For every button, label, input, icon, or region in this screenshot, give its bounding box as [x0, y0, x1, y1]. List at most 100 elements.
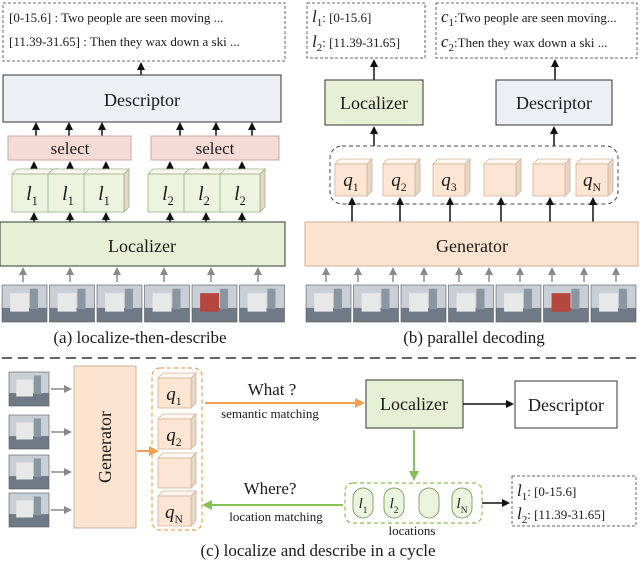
- panel-b-loc-output-box: [306, 2, 426, 59]
- panel-b-localizer-label: Localizer: [340, 93, 408, 113]
- panel-b-video-frame: [590, 284, 637, 323]
- panel-b-video-frames: [305, 284, 637, 323]
- panel-a-frame-arrows: [19, 267, 262, 282]
- panel-a-video-frame: [144, 284, 190, 323]
- panel-b-query-label: q1: [343, 170, 359, 194]
- panel-a-video-frame: [1, 284, 48, 323]
- panel-c-query-cube: [157, 372, 197, 409]
- panel-a-token-label: l2: [162, 183, 174, 208]
- panel-b-video-frame: [543, 284, 589, 323]
- panel-b-video-frame: [448, 284, 494, 323]
- panel-c-location-pill: [383, 487, 405, 519]
- panel-b-query-label: q3: [441, 170, 457, 194]
- panel-b-desc-output-2: c2:Then they wax down a ski ...: [441, 32, 608, 54]
- panel-b-loc-output-2: l2: [11.39-31.65]: [312, 32, 400, 54]
- panel-c-caption: (c) localize and describe in a cycle: [200, 541, 435, 560]
- panel-b-query-cube: [532, 158, 571, 197]
- panel-c-video-frame: [8, 454, 50, 490]
- panel-b-generator-box: [304, 221, 639, 267]
- panel-b-query-cube: [334, 158, 373, 197]
- panel-a-token-label: l1: [26, 183, 38, 208]
- panel-c-query-cube: [157, 490, 197, 527]
- panel-a-token-label: l2: [234, 183, 246, 208]
- panel-a-caption: (a) localize-then-describe: [53, 328, 226, 347]
- panel-a-token-label: l1: [98, 183, 110, 208]
- panel-b-query-label: q2: [391, 170, 407, 194]
- panel-c-query-cube: [157, 452, 197, 489]
- panel-b-video-frame: [353, 284, 399, 323]
- panel-c-location-label: l1: [359, 496, 368, 516]
- panel-b-frame-arrows: [322, 267, 620, 282]
- panel-b-generator-label: Generator: [436, 236, 508, 256]
- panel-a-localizer-label: Localizer: [108, 236, 176, 256]
- panel-c-localizer-box: [365, 379, 464, 429]
- panel-a-token-cube: [183, 168, 230, 213]
- panel-b: l1: [0-15.6] l2: [11.39-31.65] c1:Two pe…: [304, 2, 639, 347]
- panel-c-query-group-box: [151, 367, 203, 531]
- panel-a-select-box-2: [150, 135, 280, 161]
- panel-c-video-frame: [8, 371, 50, 407]
- panel-a-video-frame: [49, 284, 95, 323]
- panel-c-query-cube: [157, 413, 197, 450]
- panel-c-frame-arrows: [51, 385, 72, 514]
- panel-c-location-pill: [352, 487, 374, 519]
- panel-c-location-matching-label: location matching: [229, 509, 323, 524]
- panel-b-query-label: qN: [583, 170, 602, 194]
- panel-c-video-frame: [8, 492, 50, 528]
- panel-c-where-label: Where?: [244, 479, 297, 498]
- panel-b-caption: (b) parallel decoding: [403, 328, 545, 347]
- panel-a-token-label: l1: [62, 183, 74, 208]
- panel-c-query-label: q1: [166, 384, 182, 408]
- panel-b-video-frame: [495, 284, 542, 323]
- panel-b-query-cube: [382, 158, 421, 197]
- panel-b-video-frame: [400, 284, 447, 323]
- panel-b-localizer-box: [324, 79, 424, 126]
- panel-b-query-arrows: [348, 197, 597, 222]
- panel-a: [0-15.6] : Two people are seen moving ..…: [0, 2, 286, 347]
- panel-c-queries: q1 q2 qN: [157, 372, 197, 527]
- panel-a-localizer-box: [0, 221, 286, 267]
- panel-a-output-line-1: [0-15.6] : Two people are seen moving ..…: [9, 10, 223, 25]
- panel-c-what-label: What ?: [248, 380, 297, 399]
- panel-c-video-frames: [8, 371, 50, 528]
- panel-c-localizer-label: Localizer: [380, 394, 448, 414]
- panel-b-descriptor-label: Descriptor: [516, 93, 592, 113]
- panel-c-query-label: q2: [166, 425, 182, 449]
- panel-a-video-frames: [1, 284, 285, 323]
- panel-c-result-box: [511, 475, 637, 527]
- panel-a-video-frame: [191, 284, 238, 323]
- panel-a-video-frame: [239, 284, 285, 323]
- panel-b-query-cube: [483, 158, 522, 197]
- panel-a-output-box: [2, 2, 286, 62]
- panel-a-token-cube: [219, 168, 266, 213]
- panel-c-location-pill: [418, 487, 440, 519]
- panel-c-result-1: l1: [0-15.6]: [517, 481, 576, 503]
- panel-c-locations-label: locations: [389, 523, 436, 538]
- panel-c-query-label: qN: [165, 502, 184, 526]
- panel-a-token-cube: [83, 168, 130, 213]
- panel-b-descriptor-box: [495, 79, 613, 126]
- panel-c-semantic-matching-label: semantic matching: [221, 406, 319, 421]
- panel-c-descriptor-label: Descriptor: [528, 395, 604, 415]
- panel-c-result-2: l2: [11.39-31.65]: [517, 504, 605, 526]
- panel-c-location-label: l2: [390, 496, 399, 516]
- panel-b-query-cube: [432, 158, 471, 197]
- panel-a-descriptor-label: Descriptor: [104, 90, 180, 110]
- panel-a-output-line-2: [11.39-31.65] : Then they wax down a ski…: [9, 34, 240, 49]
- panel-a-select-box-1: [7, 135, 132, 161]
- panel-b-query-cube: [575, 158, 614, 197]
- panel-c-video-frame: [8, 414, 50, 450]
- panel-b-queries: q1 q2 q3 qN: [334, 158, 614, 197]
- panel-c-location-group-box: [344, 482, 483, 524]
- panel-a-select-label-1: select: [51, 139, 90, 158]
- panel-b-video-frame: [305, 284, 352, 323]
- panel-b-desc-output-box: [435, 2, 638, 59]
- panel-b-query-group-box: [329, 145, 619, 205]
- panel-b-loc-output-1: l1: [0-15.6]: [312, 7, 371, 29]
- panel-c-generator-label: Generator: [95, 411, 115, 483]
- panel-a-video-frame: [96, 284, 143, 323]
- panel-b-desc-output-1: c1:Two people are seen moving...: [441, 7, 617, 29]
